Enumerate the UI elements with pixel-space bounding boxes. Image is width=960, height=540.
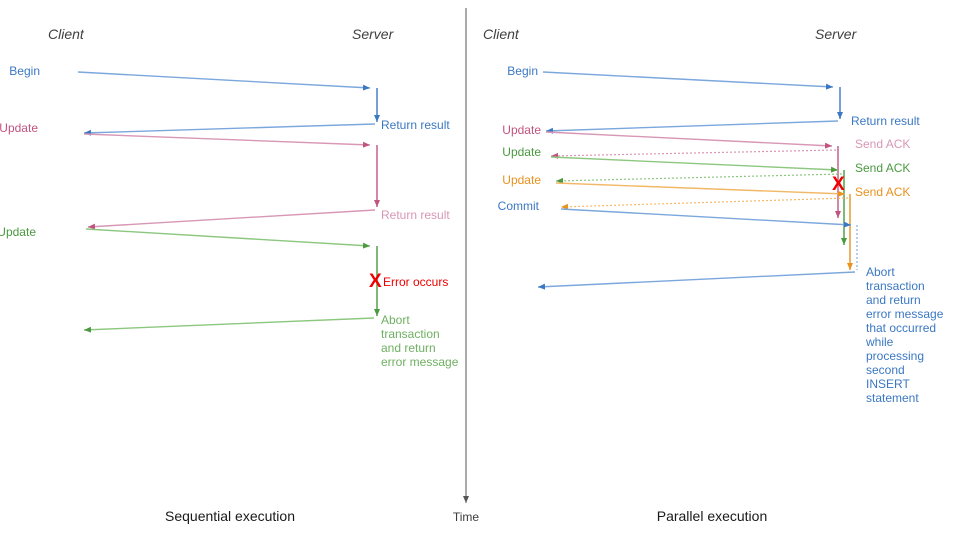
lane-title-client: Client [48,26,85,42]
arrow-return-result-2 [87,209,376,230]
label-return-result-1: Return result [381,118,450,132]
label-abort-block-par: Abort transaction and return error messa… [865,265,947,405]
label-update-1: Update [502,123,541,137]
arrow-update-2 [85,228,371,249]
lane-title-client: Client [483,26,520,42]
label-update-2: Update [502,145,541,159]
abort-line: Abort [381,313,410,327]
arrow-ack-3-dotted [560,197,849,210]
arrow-ack-2-dotted [555,173,843,184]
error-x-icon: X [369,271,382,292]
abort-line: second [866,363,905,377]
lane-title-server: Server [352,26,395,42]
arrow-return-result [545,120,839,134]
time-axis-label: Time [453,510,480,524]
error-x-icon: X [832,174,845,195]
abort-line: processing [866,349,924,363]
arrow-update-1 [545,131,833,149]
panel-sequential: Client Server Begin Return result Update… [0,26,459,524]
label-send-ack-2: Send ACK [855,161,910,175]
label-abort-block-seq: Abort transaction and return error messa… [381,313,459,369]
label-commit: Commit [498,199,540,213]
label-begin: Begin [9,64,40,78]
panel-parallel: Client Server Begin Return result Update… [483,26,947,524]
abort-line: transaction [866,279,925,293]
label-update-1: Update [0,121,38,135]
arrow-commit [560,208,852,228]
label-send-ack-3: Send ACK [855,185,910,199]
abort-line: transaction [381,327,440,341]
label-send-ack-1: Send ACK [855,137,910,151]
label-error-occurs: Error occurs [383,275,448,289]
label-update-2: Update [0,225,36,239]
arrow-update-3 [555,182,846,197]
abort-line: and return [381,341,436,355]
abort-line: statement [866,391,919,405]
arrow-update-2 [550,156,839,173]
arrow-update-1 [83,133,371,148]
abort-line: while [865,335,894,349]
caption-parallel: Parallel execution [657,508,768,524]
abort-line: and return [866,293,921,307]
label-begin: Begin [507,64,538,78]
arrow-return-result-1 [83,123,376,136]
abort-line: that occurred [866,321,936,335]
abort-line: INSERT [866,377,910,391]
arrow-begin [77,71,371,91]
arrow-begin [542,71,834,90]
arrow-abort-return [83,317,375,333]
arrow-abort-return [537,271,856,290]
caption-sequential: Sequential execution [165,508,295,524]
label-return-result-2: Return result [381,208,450,222]
abort-line: error message [866,307,944,321]
label-update-3: Update [502,173,541,187]
arrow-ack-1-dotted [550,149,837,159]
lane-title-server: Server [815,26,858,42]
label-return-result: Return result [851,114,920,128]
abort-line: Abort [866,265,895,279]
abort-line: error message [381,355,459,369]
